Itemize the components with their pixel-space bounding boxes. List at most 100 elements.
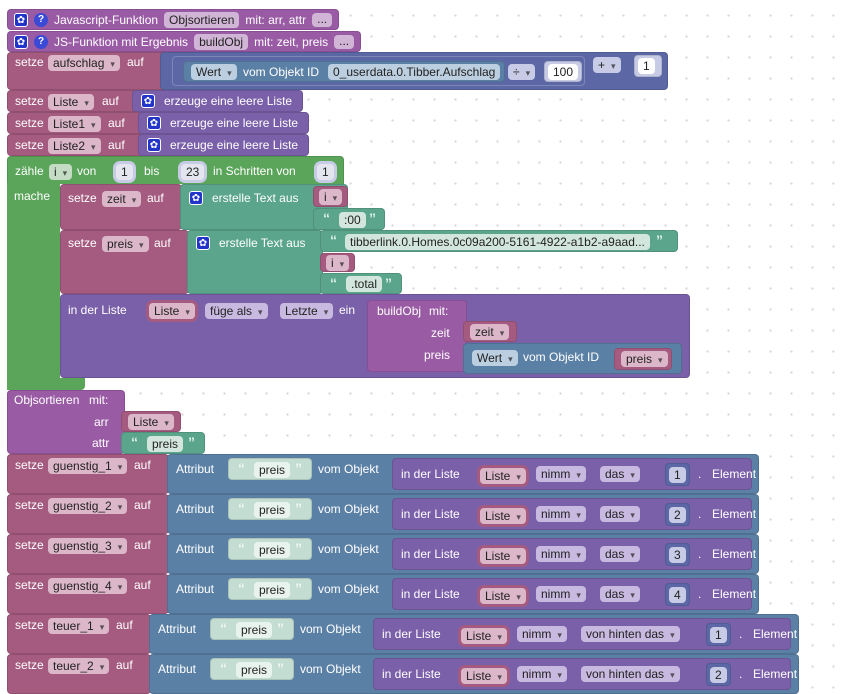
variable-dropdown[interactable]: Liste1 — [48, 116, 101, 132]
nimm-dropdown[interactable]: nimm — [536, 506, 586, 522]
number-block[interactable]: 100 — [544, 61, 582, 82]
text-field[interactable]: preis — [254, 542, 291, 558]
buildobj-call-block[interactable]: buildObj mit: zeit preis — [367, 300, 467, 372]
create-empty-list-block[interactable]: ✿ erzeuge eine leere Liste — [138, 112, 309, 134]
js-function-block[interactable]: ✿ ? Javascript-Funktion Objsortieren mit… — [7, 9, 340, 30]
variable-dropdown[interactable]: i — [326, 255, 350, 271]
js-function-result-block[interactable]: ✿ ? JS-Funktion mit Ergebnis buildObj mi… — [7, 31, 362, 52]
text-literal-block[interactable]: “ tibberlink.0.Homes.0c09a200-5161-4922-… — [320, 230, 678, 252]
object-id-field[interactable]: 0_userdata.0.Tibber.Aufschlag — [328, 64, 501, 80]
list-variable-dropdown[interactable]: Liste — [149, 303, 195, 319]
variable-dropdown[interactable]: aufschlag — [48, 55, 120, 71]
function-more-button[interactable]: ... — [312, 12, 333, 27]
gear-icon[interactable]: ✿ — [14, 12, 28, 27]
list-variable-dropdown[interactable]: Liste — [480, 468, 526, 484]
nimm-dropdown[interactable]: nimm — [536, 546, 586, 562]
divisor-field[interactable]: 100 — [548, 64, 579, 80]
object-value-block[interactable]: Wert vom Objekt ID preis — [463, 343, 682, 374]
text-literal-block[interactable]: “ .total ” — [320, 273, 402, 294]
set-liste1-block[interactable]: setze Liste1 auf — [7, 112, 147, 134]
count-loop-block[interactable]: zähle i von 1 bis 23 in Schritten von 1 — [7, 156, 344, 184]
text-literal-block[interactable]: “ preis ” — [228, 458, 312, 480]
position-mode-dropdown[interactable]: das — [600, 466, 640, 482]
index-field[interactable]: 4 — [669, 587, 686, 603]
variable-get-block[interactable]: i — [320, 253, 355, 272]
loop-from-field[interactable]: 1 — [116, 164, 133, 180]
list-get-block[interactable]: in der Liste Liste nimm das 1 . Element — [392, 458, 756, 490]
list-variable-dropdown[interactable]: Liste — [480, 588, 526, 604]
set-liste-block[interactable]: setze Liste auf — [7, 90, 141, 112]
index-field[interactable]: 1 — [710, 627, 727, 643]
variable-get-block[interactable]: preis — [614, 348, 672, 370]
number-block[interactable]: 2 — [706, 663, 731, 686]
index-field[interactable]: 1 — [669, 467, 686, 483]
position-mode-dropdown[interactable]: das — [600, 546, 640, 562]
insert-position-dropdown[interactable]: Letzte — [280, 303, 334, 319]
variable-dropdown[interactable]: guenstig_4 — [48, 578, 128, 594]
number-block[interactable]: 1 — [634, 55, 662, 77]
objsortieren-call-block[interactable]: Objsortieren mit: arr attr — [7, 390, 125, 454]
variable-dropdown[interactable]: guenstig_1 — [48, 458, 128, 474]
position-mode-dropdown[interactable]: von hinten das — [581, 666, 680, 682]
list-get-block[interactable]: in der Liste Liste nimm das 2 . Element — [392, 498, 756, 530]
text-field[interactable]: preis — [254, 582, 291, 598]
list-variable-dropdown[interactable]: Liste — [480, 548, 526, 564]
function-name-field[interactable]: buildObj — [194, 33, 249, 50]
set-teuer_1-block[interactable]: setze teuer_1 auf — [7, 614, 151, 654]
add-operator-dropdown[interactable]: + — [593, 57, 621, 73]
variable-dropdown[interactable]: Liste — [48, 94, 94, 110]
variable-dropdown[interactable]: zeit — [102, 191, 142, 207]
list-variable-dropdown[interactable]: Liste — [480, 508, 526, 524]
variable-get-block[interactable]: i — [313, 186, 348, 207]
set-liste2-block[interactable]: setze Liste2 auf — [7, 134, 147, 156]
variable-dropdown[interactable]: i — [319, 189, 343, 205]
text-field[interactable]: .total — [346, 276, 383, 292]
variable-dropdown[interactable]: guenstig_3 — [48, 538, 128, 554]
number-block[interactable]: 3 — [665, 543, 690, 566]
index-field[interactable]: 2 — [669, 507, 686, 523]
gear-icon[interactable]: ✿ — [147, 116, 161, 130]
gear-icon[interactable]: ✿ — [147, 138, 161, 152]
set-zeit-block[interactable]: setze zeit auf — [60, 184, 182, 230]
text-field[interactable]: preis — [147, 436, 184, 452]
nimm-dropdown[interactable]: nimm — [536, 586, 586, 602]
nimm-dropdown[interactable]: nimm — [536, 466, 586, 482]
loop-to-field[interactable]: 23 — [181, 164, 205, 180]
text-literal-block[interactable]: “ preis ” — [228, 578, 312, 600]
variable-dropdown[interactable]: Liste — [128, 414, 174, 430]
list-get-block[interactable]: in der Liste Liste nimm von hinten das 1… — [373, 618, 797, 650]
variable-dropdown[interactable]: preis — [102, 236, 149, 252]
text-literal-block[interactable]: “ preis ” — [228, 538, 312, 560]
variable-dropdown[interactable]: preis — [621, 351, 668, 367]
addend-field[interactable]: 1 — [638, 58, 655, 74]
text-field[interactable]: preis — [236, 622, 273, 638]
index-field[interactable]: 3 — [669, 547, 686, 563]
create-empty-list-block[interactable]: ✿ erzeuge eine leere Liste — [138, 134, 309, 156]
text-literal-block[interactable]: “ preis ” — [228, 498, 312, 520]
text-field[interactable]: preis — [254, 502, 291, 518]
number-block[interactable]: 1 — [706, 623, 731, 646]
list-variable-dropdown[interactable]: Liste — [461, 628, 507, 644]
gear-icon[interactable]: ✿ — [189, 191, 203, 205]
loop-variable-dropdown[interactable]: i — [49, 164, 73, 180]
gear-icon[interactable]: ✿ — [14, 34, 28, 49]
position-mode-dropdown[interactable]: das — [600, 586, 640, 602]
set-teuer_2-block[interactable]: setze teuer_2 auf — [7, 654, 151, 694]
variable-get-block[interactable]: zeit — [463, 321, 517, 342]
list-get-block[interactable]: in der Liste Liste nimm von hinten das 2… — [373, 658, 797, 690]
object-value-block[interactable]: Wert vom Objekt ID 0_userdata.0.Tibber.A… — [183, 61, 505, 82]
create-text-block[interactable]: ✿ erstelle Text aus — [187, 230, 323, 294]
gear-icon[interactable]: ✿ — [141, 94, 155, 108]
gear-icon[interactable]: ✿ — [196, 236, 210, 250]
set-aufschlag-block[interactable]: setze aufschlag auf — [7, 52, 169, 90]
nimm-dropdown[interactable]: nimm — [517, 666, 567, 682]
list-get-block[interactable]: in der Liste Liste nimm das 4 . Element — [392, 578, 756, 610]
list-get-block[interactable]: in der Liste Liste nimm das 3 . Element — [392, 538, 756, 570]
divide-operator-dropdown[interactable]: ÷ — [508, 64, 536, 80]
text-literal-block[interactable]: “ :00 ” — [313, 208, 385, 230]
number-block[interactable]: 1 — [665, 463, 690, 486]
set-guenstig_4-block[interactable]: setze guenstig_4 auf — [7, 574, 169, 614]
text-field[interactable]: :00 — [339, 212, 366, 228]
text-field[interactable]: preis — [236, 662, 273, 678]
function-more-button[interactable]: ... — [334, 34, 355, 49]
